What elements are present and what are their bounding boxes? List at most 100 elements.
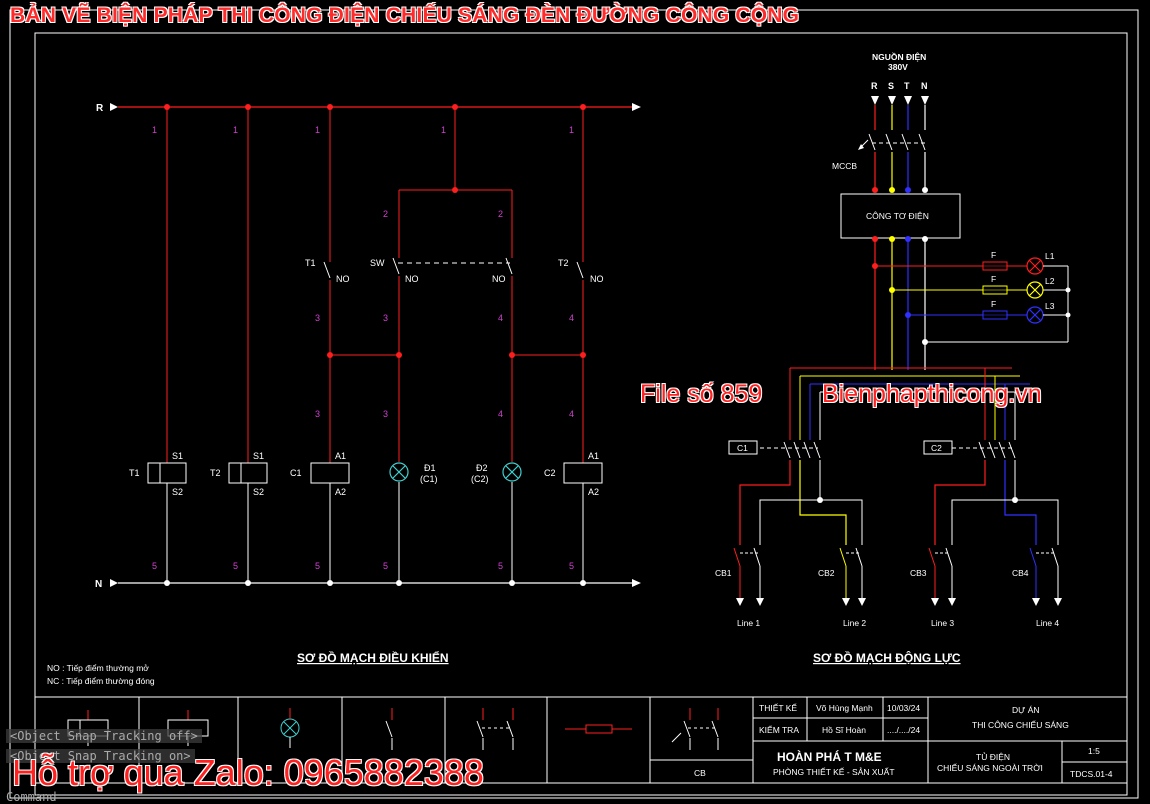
svg-text:4: 4 xyxy=(569,409,574,419)
svg-text:CB3: CB3 xyxy=(910,568,927,578)
power-section-title: SƠ ĐỒ MẠCH ĐỘNG LỰC xyxy=(813,650,961,665)
svg-text:3: 3 xyxy=(315,313,320,323)
svg-text:5: 5 xyxy=(498,561,503,571)
svg-text:F: F xyxy=(991,250,996,260)
cb-caption: CB xyxy=(694,768,706,778)
cad-command-line[interactable]: Command xyxy=(6,790,57,804)
contactor-c1-tag xyxy=(728,440,758,455)
breaker-cb1 xyxy=(733,547,761,598)
svg-text:3: 3 xyxy=(383,409,388,419)
rail-n-arrow-right xyxy=(632,579,641,587)
coil-c1 xyxy=(310,462,350,484)
control-section-title: SƠ ĐỒ MẠCH ĐIỀU KHIỂN xyxy=(297,650,449,665)
svg-text:4: 4 xyxy=(569,313,574,323)
designer-name: Võ Hùng Mạnh xyxy=(816,703,873,713)
checker-name: Hồ Sĩ Hoàn xyxy=(822,725,866,735)
svg-text:2: 2 xyxy=(383,209,388,219)
svg-text:T1: T1 xyxy=(129,468,140,478)
svg-text:Đ1: Đ1 xyxy=(424,463,436,473)
svg-text:C2: C2 xyxy=(544,468,556,478)
symbol-circuit-breaker xyxy=(671,708,719,750)
source-label: NGUỒN ĐIỆN xyxy=(872,51,926,62)
svg-text:5: 5 xyxy=(315,561,320,571)
svg-text:N: N xyxy=(921,81,928,91)
lamp-d2 xyxy=(502,462,522,482)
check-label: KIỂM TRA xyxy=(759,724,799,735)
svg-text:S2: S2 xyxy=(172,487,183,497)
project-name: THI CÔNG CHIẾU SÁNG xyxy=(972,720,1069,730)
symbol-lamp xyxy=(280,708,300,748)
control-wire-numbers: 1 1 1 1 1 2 2 3 3 4 4 3 3 4 4 5 5 5 5 5 … xyxy=(152,125,574,571)
svg-text:4: 4 xyxy=(498,409,503,419)
voltage-label: 380V xyxy=(888,62,908,72)
contactor-c1-poles xyxy=(760,441,821,459)
svg-text:CB1: CB1 xyxy=(715,568,732,578)
svg-text:C1: C1 xyxy=(737,443,748,453)
cad-status-line-2: <Object Snap Tracking on> xyxy=(6,749,195,763)
lamp-d1 xyxy=(389,462,409,482)
svg-text:Line 4: Line 4 xyxy=(1036,618,1059,628)
drawing-number: TDCS.01-4 xyxy=(1070,769,1113,779)
energy-meter-box xyxy=(840,193,961,239)
mccb-label: MCCB xyxy=(832,161,857,171)
svg-text:L2: L2 xyxy=(1045,276,1055,286)
drawing-scale: 1:5 xyxy=(1088,746,1100,756)
svg-text:T1: T1 xyxy=(305,258,316,268)
svg-text:T2: T2 xyxy=(558,258,569,268)
svg-text:5: 5 xyxy=(152,561,157,571)
svg-text:Line 1: Line 1 xyxy=(737,618,760,628)
power-circuit: NGUỒN ĐIỆN 380V R S T N MCCB CÔNG xyxy=(715,51,1071,665)
control-component-labels: T1 NO SW NO NO T2 NO S1 S2 T1 S1 S2 T2 A… xyxy=(129,258,604,497)
check-date: ..../..../24 xyxy=(887,725,920,735)
svg-text:L3: L3 xyxy=(1045,301,1055,311)
svg-text:S1: S1 xyxy=(172,451,183,461)
drawing-name-line1: TỦ ĐIỆN xyxy=(976,751,1010,762)
legend-symbols xyxy=(67,708,719,750)
svg-text:SW: SW xyxy=(370,258,385,268)
svg-text:T: T xyxy=(904,81,910,91)
drawing-border xyxy=(34,32,1128,796)
zalo-support-banner: Hỗ trợ qua Zalo: 0965882388 xyxy=(12,752,484,793)
svg-text:Line 3: Line 3 xyxy=(931,618,954,628)
contactor-c2-poles xyxy=(952,441,1016,459)
coil-t1 xyxy=(147,462,187,484)
rail-r-arrow-right xyxy=(632,103,641,111)
svg-text:(C2): (C2) xyxy=(471,474,489,484)
svg-text:CB2: CB2 xyxy=(818,568,835,578)
svg-text:T2: T2 xyxy=(210,468,221,478)
rail-r-arrow-left xyxy=(110,103,118,111)
svg-text:NO: NO xyxy=(336,274,350,284)
svg-text:5: 5 xyxy=(383,561,388,571)
mccb-contacts xyxy=(858,133,926,151)
svg-text:1: 1 xyxy=(315,125,320,135)
svg-text:C1: C1 xyxy=(290,468,302,478)
company-name: HOÀN PHÁ T M&E xyxy=(777,749,882,764)
svg-text:Đ2: Đ2 xyxy=(476,463,488,473)
svg-text:NO: NO xyxy=(590,274,604,284)
svg-text:NO: NO xyxy=(405,274,419,284)
svg-text:1: 1 xyxy=(152,125,157,135)
website-watermark: Bienphapthicong.vn xyxy=(822,380,1042,408)
svg-text:A2: A2 xyxy=(588,487,599,497)
svg-text:S1: S1 xyxy=(253,451,264,461)
svg-text:3: 3 xyxy=(383,313,388,323)
page-title: BẢN VẼ BIỆN PHÁP THI CÔNG ĐIỆN CHIẾU SÁN… xyxy=(10,4,800,27)
svg-text:F: F xyxy=(991,274,996,284)
svg-text:S2: S2 xyxy=(253,487,264,497)
rail-n-arrow-left xyxy=(110,579,118,587)
project-label: DỰ ÁN xyxy=(1012,705,1040,715)
department-name: PHÒNG THIẾT KẾ - SẢN XUẤT xyxy=(773,766,895,777)
breaker-cb3 xyxy=(928,547,953,598)
svg-text:1: 1 xyxy=(441,125,446,135)
legend-no: NO : Tiếp điểm thường mở xyxy=(47,663,149,673)
svg-text:CB4: CB4 xyxy=(1012,568,1029,578)
svg-text:2: 2 xyxy=(498,209,503,219)
svg-text:A2: A2 xyxy=(335,487,346,497)
svg-text:A1: A1 xyxy=(588,451,599,461)
rail-n-junctions xyxy=(164,580,586,586)
coil-t2 xyxy=(228,462,268,484)
svg-text:5: 5 xyxy=(233,561,238,571)
cad-status-line-1: <Object Snap Tracking off> xyxy=(6,729,202,743)
svg-text:A1: A1 xyxy=(335,451,346,461)
